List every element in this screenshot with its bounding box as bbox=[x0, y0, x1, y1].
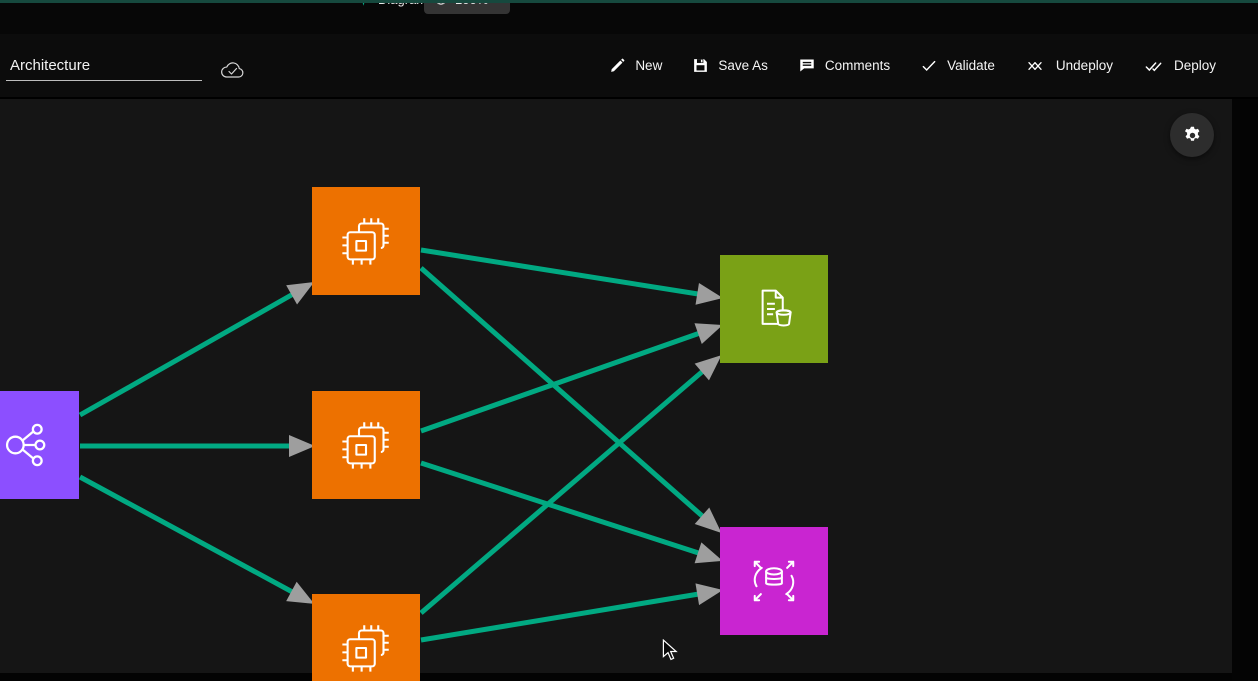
diagram-edges bbox=[78, 247, 723, 643]
diagram-edge[interactable] bbox=[420, 323, 723, 434]
validate-label: Validate bbox=[947, 58, 995, 73]
comments-button[interactable]: Comments bbox=[798, 57, 890, 74]
deploy-button[interactable]: Deploy bbox=[1143, 58, 1216, 74]
compute-node-1[interactable] bbox=[312, 187, 420, 295]
chevron-down-icon: ▾ bbox=[495, 3, 500, 5]
check-icon bbox=[922, 60, 936, 71]
database-node[interactable] bbox=[720, 527, 828, 635]
save-icon bbox=[694, 59, 708, 72]
window-top-strip: Diagram 100% ▾ bbox=[0, 0, 1258, 34]
storage-node[interactable] bbox=[720, 255, 828, 363]
undeploy-label: Undeploy bbox=[1055, 58, 1113, 73]
network-source-node[interactable] bbox=[0, 391, 79, 499]
double-check-icon bbox=[1145, 61, 1162, 71]
zoom-value: 100% bbox=[455, 3, 488, 7]
new-button[interactable]: New bbox=[609, 57, 662, 74]
comments-label: Comments bbox=[824, 58, 891, 73]
diagram-edge[interactable] bbox=[78, 282, 315, 418]
diagram-edge[interactable] bbox=[420, 247, 723, 305]
undeploy-button[interactable]: Undeploy bbox=[1025, 58, 1113, 74]
diagram-edge[interactable] bbox=[78, 474, 315, 604]
sparkle-icon bbox=[362, 3, 365, 6]
diagram-edge[interactable] bbox=[419, 266, 722, 533]
processor-icon bbox=[342, 422, 389, 469]
diagram-edge[interactable] bbox=[420, 583, 723, 643]
diagram-title-input[interactable] bbox=[6, 50, 202, 81]
gear-icon bbox=[1184, 126, 1199, 141]
canvas-settings-button[interactable] bbox=[1170, 113, 1214, 157]
save-as-label: Save As bbox=[718, 58, 768, 73]
diagram-view-tab[interactable]: Diagram bbox=[346, 3, 437, 14]
canvas-bottom-edge bbox=[0, 673, 1258, 681]
zoom-dropdown[interactable]: 100% ▾ bbox=[424, 3, 511, 14]
cloud-done-icon bbox=[221, 61, 244, 78]
title-area bbox=[6, 50, 246, 81]
mouse-cursor bbox=[662, 639, 678, 661]
double-cross-icon bbox=[1028, 61, 1042, 70]
new-label: New bbox=[635, 58, 663, 73]
share-network-icon bbox=[5, 423, 46, 467]
document-storage-icon bbox=[761, 289, 792, 327]
canvas-right-edge bbox=[1232, 99, 1258, 681]
diagram-edge[interactable] bbox=[419, 355, 722, 615]
diagram-tab-label: Diagram bbox=[378, 3, 427, 7]
globe-icon bbox=[436, 3, 446, 5]
toolbar: New Save As Comments bbox=[609, 57, 1216, 74]
save-as-button[interactable]: Save As bbox=[692, 57, 768, 74]
processor-icon bbox=[342, 218, 389, 265]
pencil-icon bbox=[611, 58, 625, 72]
processor-icon bbox=[342, 625, 389, 672]
deploy-label: Deploy bbox=[1173, 58, 1216, 73]
diagram-canvas[interactable] bbox=[0, 97, 1258, 681]
compute-node-2[interactable] bbox=[312, 391, 420, 499]
comments-icon bbox=[800, 59, 814, 72]
compute-node-3[interactable] bbox=[312, 594, 420, 681]
diagram-edge[interactable] bbox=[420, 460, 723, 564]
database-sync-icon bbox=[753, 560, 795, 602]
header: New Save As Comments bbox=[0, 34, 1258, 97]
validate-button[interactable]: Validate bbox=[920, 58, 995, 74]
